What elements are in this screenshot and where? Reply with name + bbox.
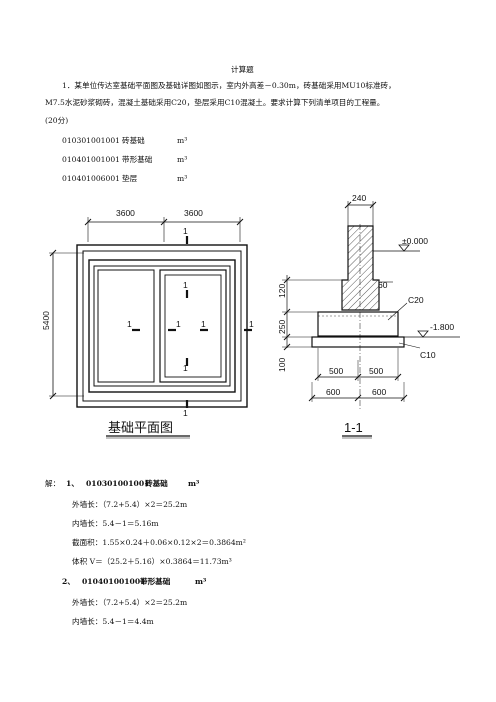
- dim-500-right: 500: [369, 366, 383, 376]
- plan-dim-top-right: 3600: [184, 208, 203, 218]
- dim-120: 120: [277, 284, 287, 298]
- plan-caption: 基础平面图: [108, 420, 173, 435]
- plan-dim-top-left: 3600: [116, 208, 135, 218]
- dim-600-left: 600: [326, 387, 340, 397]
- label-c10: C10: [420, 350, 436, 360]
- section-detail: [282, 201, 460, 410]
- dim-600-right: 600: [372, 387, 386, 397]
- item-unit: m³: [177, 136, 188, 145]
- item-unit: m³: [177, 155, 188, 164]
- dim-100: 100: [277, 358, 287, 372]
- section-dim-240: 240: [352, 193, 366, 203]
- dim-250: 250: [277, 320, 287, 334]
- solution-2-unit: m³: [195, 577, 207, 586]
- solution-1-name: 砖基础: [145, 479, 168, 488]
- item-name: 砖基础: [122, 136, 145, 145]
- solution-prefix: 解：: [45, 479, 61, 488]
- page-title: 计算题: [231, 65, 254, 74]
- elevation-floor: ±0.000: [402, 236, 428, 246]
- solution-2-code: 010401001001: [82, 577, 146, 586]
- problem-line-3: (20分): [45, 116, 69, 125]
- item-code: 010401006001: [62, 174, 120, 183]
- section-mark-label: 1: [183, 280, 188, 290]
- section-mark-label: 1: [249, 319, 254, 329]
- dim-500-left: 500: [329, 366, 343, 376]
- solution-2-line: 内墙长：5.4－1＝4.4m: [72, 617, 154, 626]
- dim-60: 60: [378, 280, 388, 290]
- foundation-plan: [49, 217, 252, 408]
- label-c20: C20: [408, 295, 424, 305]
- item-name: 垫层: [122, 174, 138, 183]
- elevation-bottom: -1.800: [430, 322, 454, 332]
- solution-1-code: 010301001001: [86, 479, 150, 488]
- solution-1-unit: m³: [188, 479, 200, 488]
- section-mark-label: 1: [183, 226, 188, 236]
- section-mark-label: 1: [127, 319, 132, 329]
- item-code: 010401001001: [62, 155, 120, 164]
- solution-2-line: 外墙长：（7.2+5.4）×2＝25.2m: [72, 598, 188, 607]
- solution-2-number: 2、: [62, 577, 75, 586]
- item-unit: m³: [177, 174, 188, 183]
- item-code: 010301001001: [62, 136, 120, 145]
- section-mark-label: 1: [183, 363, 188, 373]
- plan-dim-left: 5400: [41, 311, 51, 330]
- foundation-drawing: 3600 3600 5400 1 1 1 1 1 1 1 1 基础平面图: [41, 193, 460, 439]
- section-mark-label: 1: [183, 408, 188, 418]
- problem-line-1: 1．某单位传达室基础平面图及基础详图如图示，室内外高差－0.30m，砖基础采用M…: [62, 81, 396, 90]
- item-name: 带形基础: [122, 155, 153, 164]
- solution-1-line: 体积 V＝（25.2＋5.16）×0.3864＝11.73m³: [72, 557, 232, 566]
- section-mark-label: 1: [176, 319, 181, 329]
- solution-1-line: 外墙长：（7.2+5.4）×2＝25.2m: [72, 500, 188, 509]
- problem-line-2: M7.5水泥砂浆砌砖，混凝土基础采用C20，垫层采用C10混凝土。要求计算下列清…: [45, 98, 385, 107]
- solution-1-line: 内墙长：5.4－1＝5.16m: [72, 519, 159, 528]
- section-mark-label: 1: [201, 319, 206, 329]
- solution-2-name: 带形基础: [140, 577, 171, 586]
- solution-1-number: 1、: [66, 479, 79, 488]
- solution-1-line: 截面积：1.55×0.24＋0.06×0.12×2＝0.3864m²: [72, 538, 246, 547]
- section-caption: 1-1: [344, 420, 363, 435]
